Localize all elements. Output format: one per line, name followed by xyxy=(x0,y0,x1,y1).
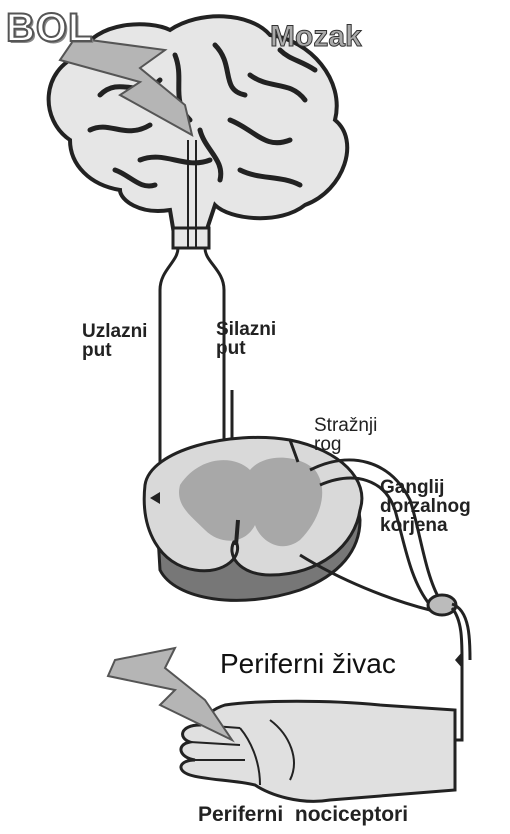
nerve-arrow xyxy=(455,652,462,668)
peripheral-nerve-label: Periferni živac xyxy=(220,650,396,678)
brain-label: Mozak xyxy=(270,22,362,52)
peripheral-nociceptors-label: Periferni nociceptori xyxy=(198,804,408,825)
pain-label: BOL xyxy=(6,8,93,48)
dorsal-root-ganglion-label: Ganglij dorzalnog korjena xyxy=(380,478,471,535)
lightning-bolt-hand-icon xyxy=(108,648,232,740)
hand xyxy=(181,701,455,801)
descending-pathway-label: Silazni put xyxy=(216,320,276,358)
dorsal-horn-label: Stražnji rog xyxy=(314,416,377,454)
ascending-pathway-label: Uzlazni put xyxy=(82,322,147,360)
